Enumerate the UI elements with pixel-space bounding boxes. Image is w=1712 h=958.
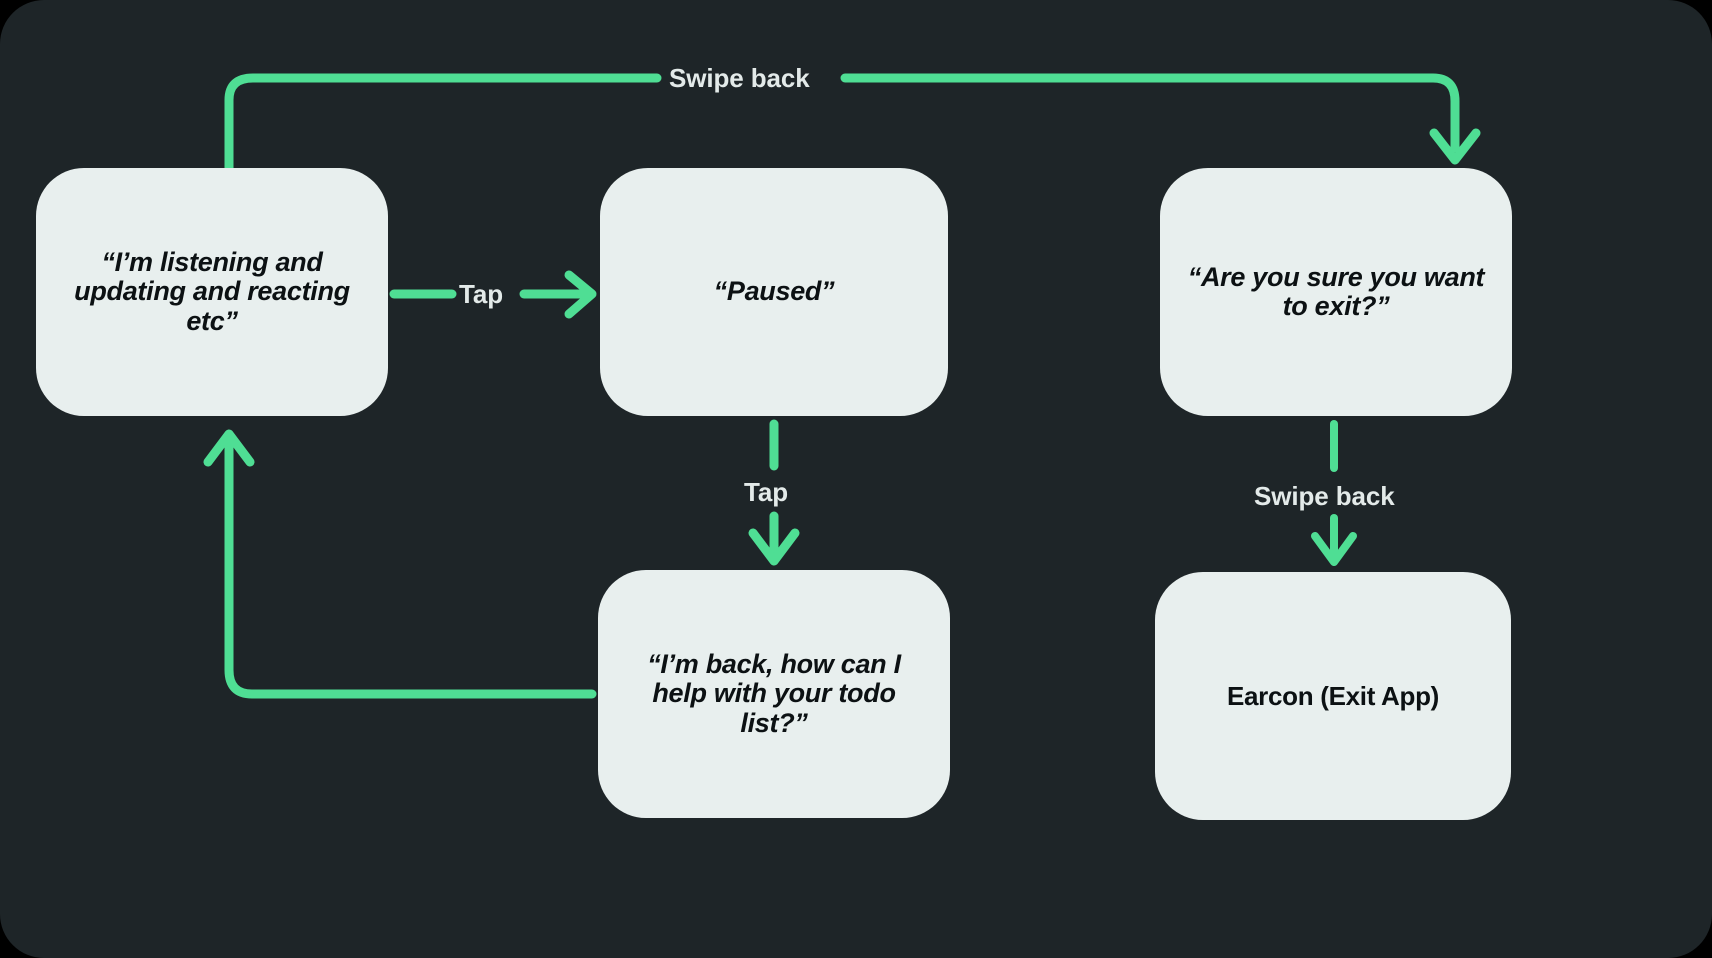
node-earcon-exit-app-text: Earcon (Exit App) — [1226, 680, 1440, 711]
node-im-back[interactable]: “I’m back, how can I help with your todo… — [598, 570, 950, 818]
edge-listening-to-confirm — [224, 73, 1481, 177]
node-paused-text: “Paused” — [713, 276, 835, 307]
edge-back-to-listening — [203, 429, 597, 699]
node-listening[interactable]: “I’m listening and updating and reacting… — [36, 168, 388, 416]
node-exit-confirmation-text: “Are you sure you want to exit?” — [1187, 261, 1485, 321]
node-exit-confirmation[interactable]: “Are you sure you want to exit?” — [1160, 168, 1512, 416]
edge-label-tap-paused-to-back: Tap — [744, 477, 788, 507]
edge-label-swipe-back-top: Swipe back — [669, 63, 810, 93]
node-listening-text: “I’m listening and updating and reacting… — [74, 247, 350, 336]
edge-label-swipe-back-confirm-to-earcon: Swipe back — [1254, 481, 1395, 511]
edge-label-tap-listening-to-paused: Tap — [459, 279, 503, 309]
node-im-back-text: “I’m back, how can I help with your todo… — [647, 649, 901, 738]
node-earcon-exit-app[interactable]: Earcon (Exit App) — [1155, 572, 1511, 820]
node-paused[interactable]: “Paused” — [600, 168, 948, 416]
